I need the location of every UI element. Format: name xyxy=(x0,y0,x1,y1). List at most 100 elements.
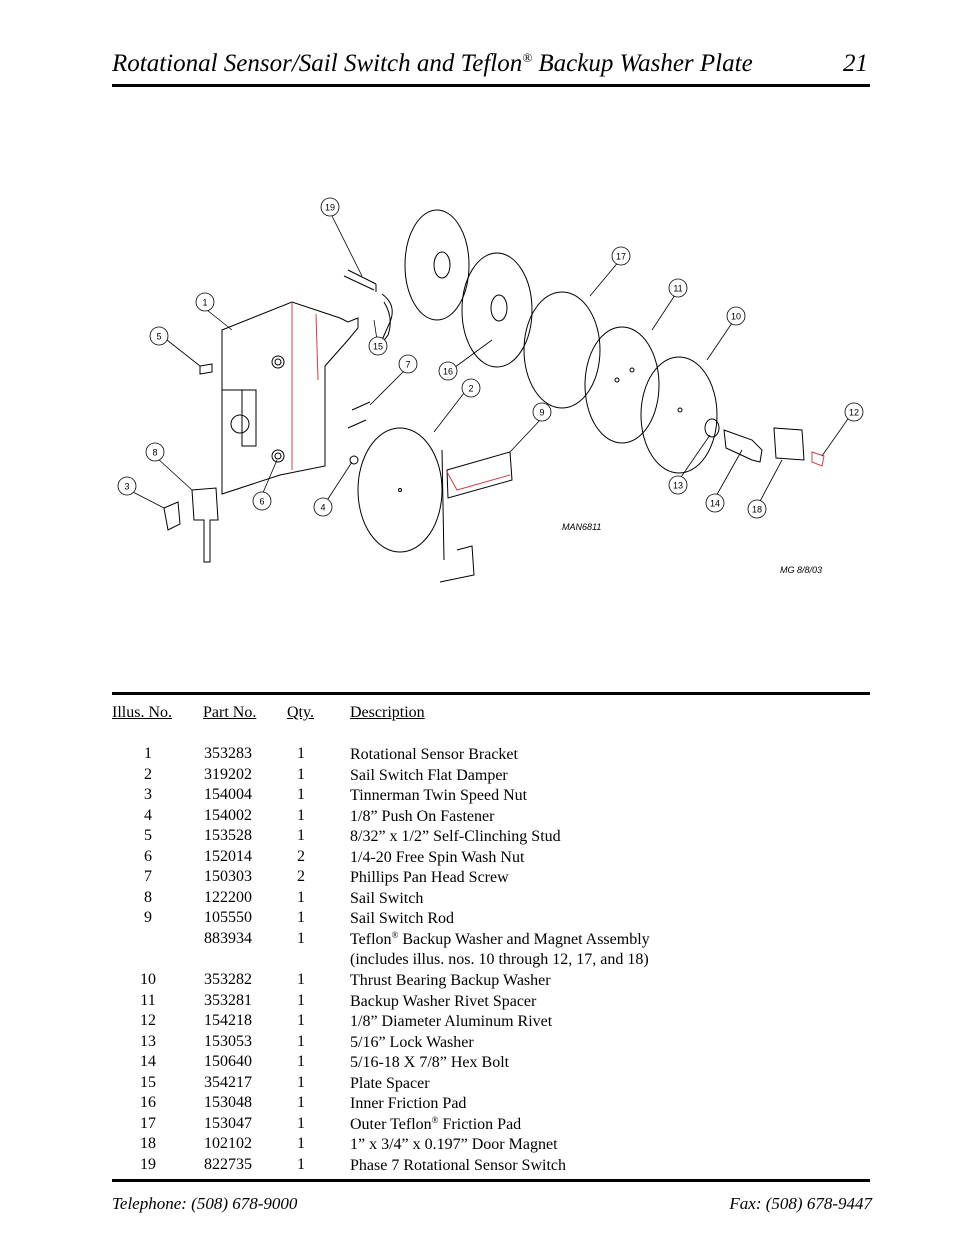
callout-circle xyxy=(747,499,767,519)
callout-label: 8 xyxy=(152,448,157,458)
inner-friction-pad xyxy=(461,252,533,368)
table-top-rule xyxy=(112,692,870,695)
callout-label: 18 xyxy=(752,505,762,515)
description: Teflon® Backup Washer and Magnet Assembl… xyxy=(350,930,650,949)
page-header: Rotational Sensor/Sail Switch and Teflon… xyxy=(112,50,870,84)
description-text: 1/4-20 Free Spin Wash Nut xyxy=(350,848,525,866)
callout-label: 9 xyxy=(539,408,544,418)
description-text: 8/32” x 1/2” Self-Clinching Stud xyxy=(350,828,561,846)
callout-circle xyxy=(149,326,169,346)
qty: 1 xyxy=(297,827,305,845)
registered-mark: ® xyxy=(431,1114,439,1125)
sail-switch xyxy=(191,487,219,563)
part-no: 154004 xyxy=(204,786,252,804)
callout-circle xyxy=(320,197,340,217)
illus-no: 12 xyxy=(140,1012,156,1030)
header-rule xyxy=(112,84,870,87)
illus-no: 11 xyxy=(140,991,156,1009)
illus-no: 13 xyxy=(140,1032,156,1050)
description: (includes illus. nos. 10 through 12, 17,… xyxy=(350,950,649,969)
callout-label: 12 xyxy=(849,408,859,418)
hex-bolt xyxy=(723,429,763,463)
part-no: 150303 xyxy=(204,868,252,886)
illus-no: 17 xyxy=(140,1114,156,1132)
footer-rule xyxy=(112,1179,870,1182)
qty: 1 xyxy=(297,806,305,824)
callout-circle xyxy=(438,361,458,381)
description-text: 1/8” Push On Fastener xyxy=(350,807,495,825)
callout-circle xyxy=(726,306,746,326)
title-main: Rotational Sensor/Sail Switch and Teflon xyxy=(112,50,523,77)
callout-circle xyxy=(844,402,864,422)
description: 1” x 3/4” x 0.197” Door Magnet xyxy=(350,1135,558,1154)
description: Sail Switch xyxy=(350,889,423,908)
description-text: Sail Switch Rod xyxy=(350,910,455,928)
description-text: 1” x 3/4” x 0.197” Door Magnet xyxy=(350,1136,558,1154)
description: 1/4-20 Free Spin Wash Nut xyxy=(350,848,524,867)
description: Sail Switch Rod xyxy=(350,909,454,928)
callout-circle xyxy=(668,278,688,298)
part-no: 152014 xyxy=(204,847,252,865)
pan-head-screw xyxy=(347,401,371,429)
description-text: 5/16-18 X 7/8” Hex Bolt xyxy=(350,1054,510,1072)
backup-washer xyxy=(640,356,718,474)
callout-label: 1 xyxy=(202,298,207,308)
illus-no: 9 xyxy=(144,909,152,927)
part-no: 154218 xyxy=(204,1012,252,1030)
part-no: 319202 xyxy=(204,765,252,783)
qty-header: Qty. xyxy=(287,704,314,721)
telephone: Telephone: (508) 678-9000 xyxy=(112,1194,298,1213)
callout-label: 17 xyxy=(616,252,626,262)
description-text: Phillips Pan Head Screw xyxy=(350,869,509,887)
illus-no: 7 xyxy=(144,868,152,886)
inner-washer-15 xyxy=(404,209,470,321)
description: Outer Teflon® Friction Pad xyxy=(350,1115,521,1134)
illus-no: 1 xyxy=(144,745,152,762)
callout-label: 10 xyxy=(731,312,741,322)
title-end: Backup Washer Plate xyxy=(532,50,753,77)
illus-no: 14 xyxy=(140,1053,156,1071)
drafter-note: MG 8/8/03 xyxy=(780,565,822,575)
part-no: 153528 xyxy=(204,827,252,845)
description-text: Rotational Sensor Bracket xyxy=(350,746,518,763)
callout-circle xyxy=(252,491,272,511)
fax: Fax: (508) 678-9447 xyxy=(729,1194,872,1213)
illus-no: 4 xyxy=(144,806,152,824)
callout-circle xyxy=(145,442,165,462)
illus-no: 3 xyxy=(144,786,152,804)
page-number: 21 xyxy=(843,50,868,77)
description-text: Phase 7 Rotational Sensor Switch xyxy=(350,1156,566,1174)
description: Thrust Bearing Backup Washer xyxy=(350,971,551,990)
part-no: 102102 xyxy=(204,1135,252,1153)
push-on-fastener xyxy=(349,455,359,465)
callout-circle xyxy=(705,493,725,513)
lock-washer xyxy=(704,418,720,438)
description-tail: Friction Pad xyxy=(438,1115,522,1133)
part-no: 353283 xyxy=(204,745,252,762)
description: 8/32” x 1/2” Self-Clinching Stud xyxy=(350,827,561,846)
illus-no: 8 xyxy=(144,888,152,906)
description: Rotational Sensor Bracket xyxy=(350,745,518,764)
qty: 1 xyxy=(297,745,305,762)
registered-mark: ® xyxy=(522,50,533,65)
description: Tinnerman Twin Speed Nut xyxy=(350,786,527,805)
qty: 1 xyxy=(297,909,305,927)
description: Backup Washer Rivet Spacer xyxy=(350,992,536,1011)
callout-label: 5 xyxy=(156,332,161,342)
qty: 1 xyxy=(297,1155,305,1173)
outer-friction-pad xyxy=(523,291,601,409)
description: 5/16-18 X 7/8” Hex Bolt xyxy=(350,1053,509,1072)
callout-circle xyxy=(461,378,481,398)
callout-label: 6 xyxy=(259,497,264,507)
part-no: 154002 xyxy=(204,806,252,824)
callout-label: 14 xyxy=(710,499,720,509)
description: Phillips Pan Head Screw xyxy=(350,868,509,887)
door-magnet xyxy=(773,427,805,461)
description-tail: Backup Washer and Magnet Assembly xyxy=(398,930,650,948)
